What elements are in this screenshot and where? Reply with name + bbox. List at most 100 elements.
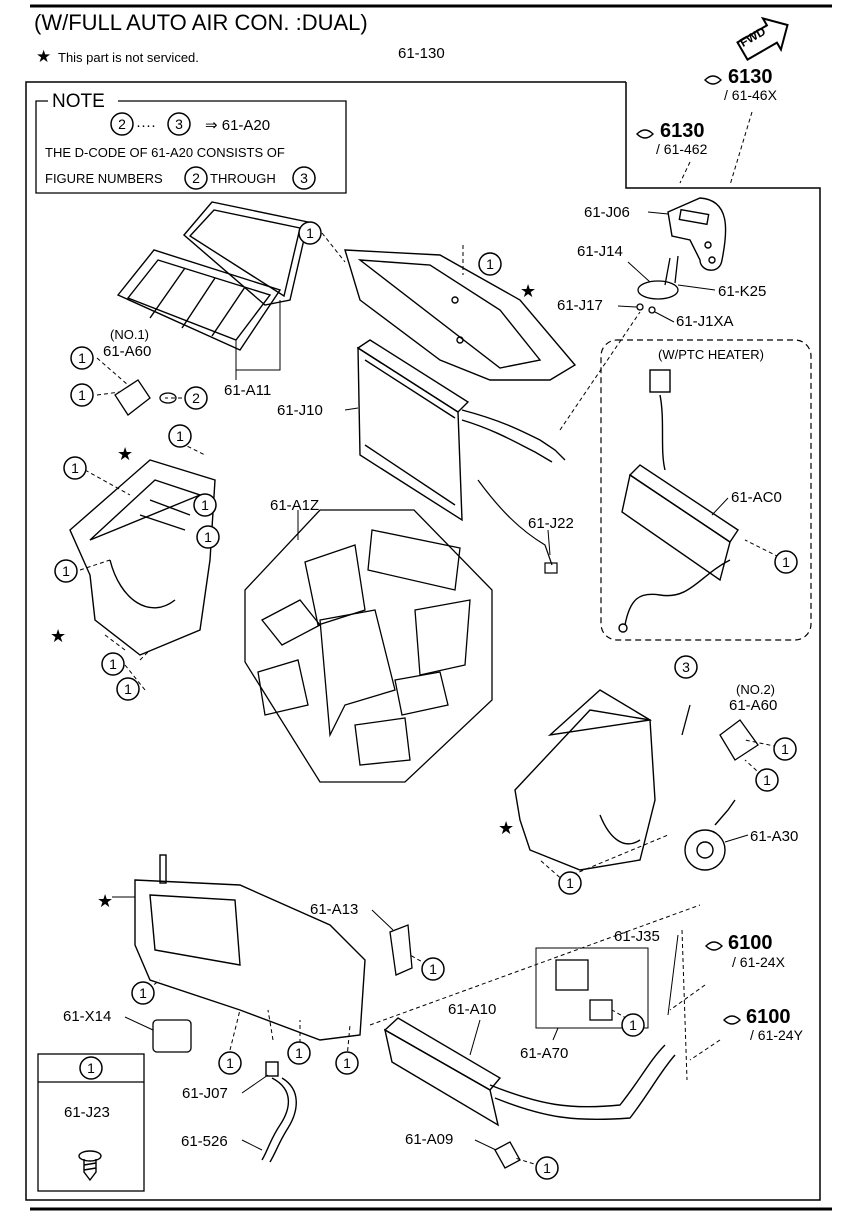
part-j14-connector bbox=[636, 255, 679, 314]
ref-6100-a-sub: / 61-24X bbox=[732, 954, 785, 970]
main-assembly-code: 61-130 bbox=[398, 45, 445, 62]
callout-circle: 1 bbox=[535, 1156, 559, 1180]
part-label-a60-no1[interactable]: 61-A60 bbox=[103, 343, 152, 360]
svg-text:1: 1 bbox=[109, 656, 117, 672]
part-label-j14[interactable]: 61-J14 bbox=[577, 243, 623, 260]
part-label-j35[interactable]: 61-J35 bbox=[614, 928, 660, 945]
part-lower-case bbox=[134, 854, 366, 1041]
part-label-j1xa[interactable]: 61-J1XA bbox=[676, 313, 734, 330]
callout-circle: 2 bbox=[184, 386, 208, 410]
note-range-dots: ···· bbox=[136, 117, 156, 134]
note-circle-2: 2 bbox=[184, 166, 208, 190]
svg-text:1: 1 bbox=[306, 225, 314, 241]
callout-circle: 3 bbox=[674, 655, 698, 679]
part-label-j17[interactable]: 61-J17 bbox=[557, 297, 603, 314]
book-icon bbox=[705, 941, 723, 951]
legend-circle: 1 bbox=[79, 1056, 103, 1080]
part-label-a10[interactable]: 61-A10 bbox=[448, 1001, 497, 1018]
callout-circle: 1 bbox=[131, 981, 155, 1005]
svg-text:2: 2 bbox=[118, 116, 126, 132]
part-a60-actuator-no2 bbox=[681, 704, 759, 761]
svg-text:1: 1 bbox=[78, 350, 86, 366]
a1z-group-outline bbox=[244, 509, 493, 783]
star-icon: ★ bbox=[97, 891, 113, 912]
callout-circle: 1 bbox=[287, 1041, 311, 1065]
book-icon bbox=[636, 129, 654, 139]
part-filter-frame bbox=[183, 201, 309, 306]
svg-text:1: 1 bbox=[295, 1045, 303, 1061]
part-right-case bbox=[514, 689, 656, 871]
part-label-ac0[interactable]: 61-AC0 bbox=[731, 489, 782, 506]
svg-text:1: 1 bbox=[71, 460, 79, 476]
star-icon: ★ bbox=[520, 281, 536, 302]
part-label-j10[interactable]: 61-J10 bbox=[277, 402, 323, 419]
svg-text:1: 1 bbox=[763, 772, 771, 788]
part-left-blower-case bbox=[69, 459, 216, 656]
part-label-a30[interactable]: 61-A30 bbox=[750, 828, 799, 845]
callout-circle: 1 bbox=[335, 1051, 359, 1075]
svg-text:1: 1 bbox=[486, 256, 494, 272]
part-label-a13[interactable]: 61-A13 bbox=[310, 901, 359, 918]
part-label-j23[interactable]: 61-J23 bbox=[64, 1104, 110, 1121]
not-serviced-star-icons: ★ ★ ★ ★ ★ bbox=[50, 281, 536, 912]
callout-circle: 1 bbox=[774, 550, 798, 574]
part-upper-case bbox=[344, 249, 577, 381]
svg-text:3: 3 bbox=[175, 116, 183, 132]
part-label-k25[interactable]: 61-K25 bbox=[718, 283, 767, 300]
svg-text:1: 1 bbox=[226, 1055, 234, 1071]
part-a09-clip bbox=[494, 1141, 521, 1169]
part-ptc-heater bbox=[618, 369, 739, 633]
part-x14-motor bbox=[152, 1019, 192, 1053]
part-label-j06[interactable]: 61-J06 bbox=[584, 204, 630, 221]
note-range-ref: ⇒ 61-A20 bbox=[205, 117, 271, 134]
part-label-a60-no2[interactable]: 61-A60 bbox=[729, 697, 778, 714]
callout-circle: 1 bbox=[70, 383, 94, 407]
part-label-x14[interactable]: 61-X14 bbox=[63, 1008, 112, 1025]
part-label-a11[interactable]: 61-A11 bbox=[224, 382, 272, 399]
callout-circle: 1 bbox=[54, 559, 78, 583]
svg-text:1: 1 bbox=[87, 1060, 95, 1076]
callout-circle: 1 bbox=[298, 221, 322, 245]
callout-circle: 1 bbox=[193, 493, 217, 517]
part-j06-bracket bbox=[667, 197, 727, 271]
callout-circle: 1 bbox=[478, 252, 502, 276]
part-j07-hose bbox=[261, 1061, 297, 1163]
part-j23-screw-icon bbox=[78, 1150, 102, 1182]
part-label-j22[interactable]: 61-J22 bbox=[528, 515, 574, 532]
star-icon: ★ bbox=[117, 444, 133, 465]
svg-text:1: 1 bbox=[78, 387, 86, 403]
ref-6100-b[interactable]: 6100 bbox=[746, 1006, 791, 1028]
leader-lines bbox=[79, 232, 786, 1169]
part-label-a70[interactable]: 61-A70 bbox=[520, 1045, 569, 1062]
note-circle-from: 2 bbox=[110, 112, 134, 136]
ptc-heater-label: (W/PTC HEATER) bbox=[658, 347, 764, 362]
svg-text:1: 1 bbox=[176, 428, 184, 444]
star-icon: ★ bbox=[50, 626, 66, 647]
svg-text:1: 1 bbox=[781, 741, 789, 757]
part-tag-no2: (NO.2) bbox=[736, 682, 775, 697]
svg-text:3: 3 bbox=[682, 659, 690, 675]
part-label-a09[interactable]: 61-A09 bbox=[405, 1131, 454, 1148]
note-title: NOTE bbox=[52, 91, 105, 112]
part-label-a1z[interactable]: 61-A1Z bbox=[270, 497, 320, 514]
star-icon: ★ bbox=[36, 47, 52, 66]
note-circle-3: 3 bbox=[292, 166, 316, 190]
part-label-526[interactable]: 61-526 bbox=[181, 1133, 228, 1150]
callout-circle: 1 bbox=[168, 424, 192, 448]
note-line-2-start: FIGURE NUMBERS bbox=[45, 171, 163, 186]
note-box bbox=[35, 100, 347, 194]
ref-6100-a[interactable]: 6100 bbox=[728, 932, 773, 954]
ref-6130-a[interactable]: 6130 bbox=[728, 66, 773, 88]
page-title: (W/FULL AUTO AIR CON. :DUAL) bbox=[34, 10, 368, 35]
svg-text:1: 1 bbox=[124, 681, 132, 697]
book-icon bbox=[723, 1015, 741, 1025]
note-line-2-mid: THROUGH bbox=[210, 171, 276, 186]
part-a30-gear bbox=[684, 799, 736, 871]
not-serviced-note: This part is not serviced. bbox=[58, 50, 199, 65]
part-label-j07[interactable]: 61-J07 bbox=[182, 1085, 228, 1102]
svg-text:1: 1 bbox=[62, 563, 70, 579]
ref-6130-b[interactable]: 6130 bbox=[660, 120, 705, 142]
ref-6100-b-sub: / 61-24Y bbox=[750, 1027, 803, 1043]
svg-text:2: 2 bbox=[192, 390, 200, 406]
